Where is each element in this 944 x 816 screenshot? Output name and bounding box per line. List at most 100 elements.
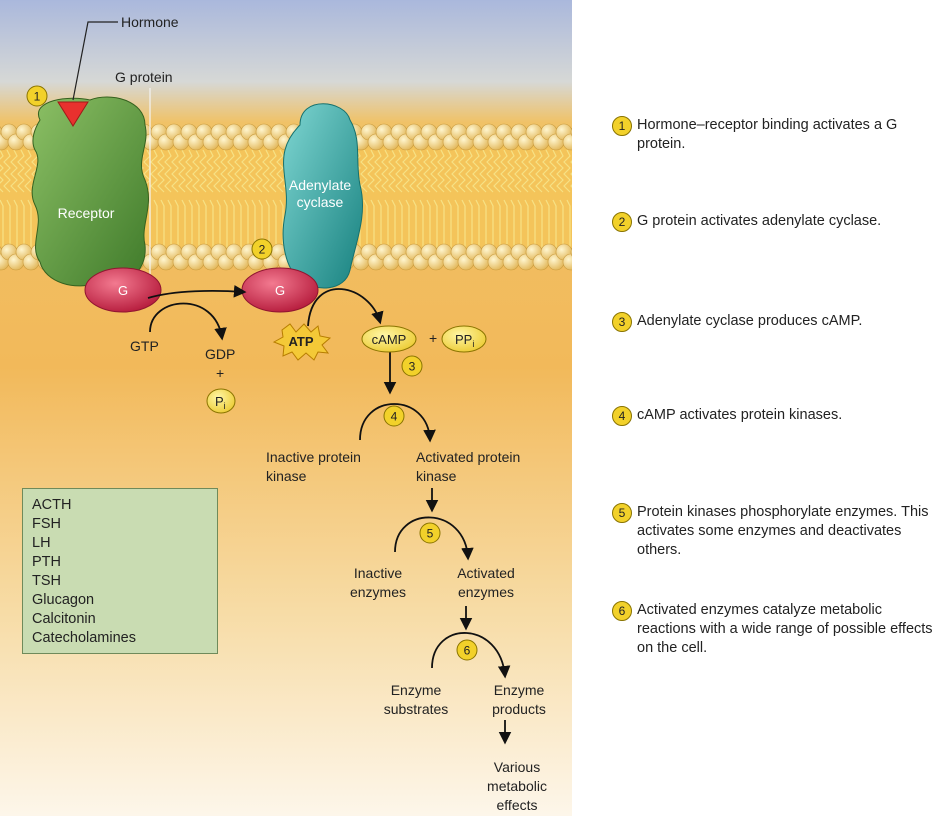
- phospholipid-tail: [472, 149, 480, 193]
- g-left-label: G: [118, 283, 128, 298]
- phospholipid-tail: [563, 149, 571, 193]
- phospholipid-tail: [545, 199, 550, 248]
- phospholipid-tail: [538, 199, 543, 248]
- ppi-oval: [441, 325, 487, 353]
- phospholipid-tail: [230, 199, 235, 248]
- atp-label: ATP: [288, 334, 313, 349]
- phospholipid-tail: [192, 149, 200, 193]
- step-number-badge: 1: [612, 116, 632, 136]
- hormone-leader-line: [72, 21, 118, 101]
- pi-label: Pi: [215, 394, 226, 411]
- phospholipid-tail: [531, 199, 536, 248]
- step-number-badge: 6: [612, 601, 632, 621]
- phospholipid-tail: [13, 199, 18, 248]
- phospholipid-tail: [237, 199, 242, 248]
- phospholipid-tail: [440, 199, 445, 248]
- phospholipid-tail: [493, 149, 501, 193]
- step-number-badge: 2: [612, 212, 632, 232]
- step-badge-number-6: 6: [464, 644, 471, 658]
- phospholipid-tail: [216, 199, 221, 248]
- phospholipid-tail: [0, 199, 4, 248]
- phospholipid-tail: [153, 199, 158, 248]
- phospholipid-tail: [381, 149, 389, 193]
- arrow-gtp-gdp: [149, 302, 227, 341]
- phospholipid-tail: [360, 149, 368, 193]
- phospholipid-tail: [521, 149, 529, 193]
- phospholipid-tail: [262, 149, 270, 193]
- step-text: Activated enzymes catalyze metabolic rea…: [637, 602, 933, 656]
- phospholipid-tail: [398, 199, 403, 248]
- phospholipid-tail: [171, 149, 179, 193]
- phospholipid-tail: [388, 149, 396, 193]
- phospholipid-tail: [234, 149, 242, 193]
- pi-oval: [206, 388, 236, 414]
- hormone-molecule: [57, 101, 89, 127]
- hormone-list-item: PTH: [32, 554, 61, 570]
- phospholipid-tail: [549, 149, 557, 193]
- phospholipid-tail: [10, 149, 18, 193]
- phospholipid-tail: [17, 149, 25, 193]
- hormone-list-item: TSH: [32, 573, 61, 589]
- phospholipid-tail: [517, 199, 522, 248]
- phospholipid-tail: [206, 149, 214, 193]
- arrow-kinase-activation: [359, 403, 436, 443]
- phospholipid-head: [562, 253, 572, 271]
- phospholipid-tail: [503, 199, 508, 248]
- phospholipid-tail: [444, 149, 452, 193]
- phospholipid-tail: [391, 199, 396, 248]
- gtp-label: GTP: [130, 338, 159, 354]
- step-number-badge: 5: [612, 503, 632, 523]
- step-badge-circle-3: [401, 355, 423, 377]
- phospholipid-tail: [265, 199, 270, 248]
- phospholipid-tail: [500, 149, 508, 193]
- phospholipid-tail: [178, 149, 186, 193]
- phospholipid-tail: [227, 149, 235, 193]
- phospholipid-tail: [433, 199, 438, 248]
- hormone-list-item: Glucagon: [32, 592, 95, 608]
- step-badge-number-4: 4: [391, 410, 398, 424]
- step-number-badge: 3: [612, 312, 632, 332]
- phospholipid-tail: [3, 149, 11, 193]
- phospholipid-tail: [195, 199, 200, 248]
- step-badge-circle-1: [26, 85, 48, 107]
- phospholipid-tail: [552, 199, 557, 248]
- phospholipid-tail: [276, 149, 284, 193]
- phospholipid-tail: [202, 199, 207, 248]
- phospholipid-tail: [395, 149, 403, 193]
- hormone-list-item: Catecholamines: [32, 630, 136, 646]
- hormone-list-item: Calcitonin: [32, 611, 96, 627]
- step-badge-circle-2: [251, 238, 273, 260]
- phospholipid-tail: [468, 199, 473, 248]
- gdp-label: GDP: [205, 346, 235, 362]
- phospholipid-tail: [535, 149, 543, 193]
- phospholipid-tail: [437, 149, 445, 193]
- phospholipid-tail: [377, 199, 382, 248]
- phospholipid-tail: [209, 199, 214, 248]
- phospholipid-tail: [416, 149, 424, 193]
- phospholipid-tail: [6, 199, 11, 248]
- phospholipid-tail: [367, 149, 375, 193]
- phospholipid-tail: [486, 149, 494, 193]
- phospholipid-tail: [244, 199, 249, 248]
- phospholipid-tail: [426, 199, 431, 248]
- camp-label: cAMP: [372, 332, 407, 347]
- phospholipid-tail: [409, 149, 417, 193]
- phospholipid-head: [578, 254, 594, 270]
- phospholipid-tail: [27, 199, 32, 248]
- step-text: cAMP activates protein kinases.: [637, 407, 843, 423]
- phospholipid-tail: [465, 149, 473, 193]
- g-right-label: G: [275, 283, 285, 298]
- atp-starburst: [272, 323, 332, 361]
- phospholipid-tail: [24, 149, 32, 193]
